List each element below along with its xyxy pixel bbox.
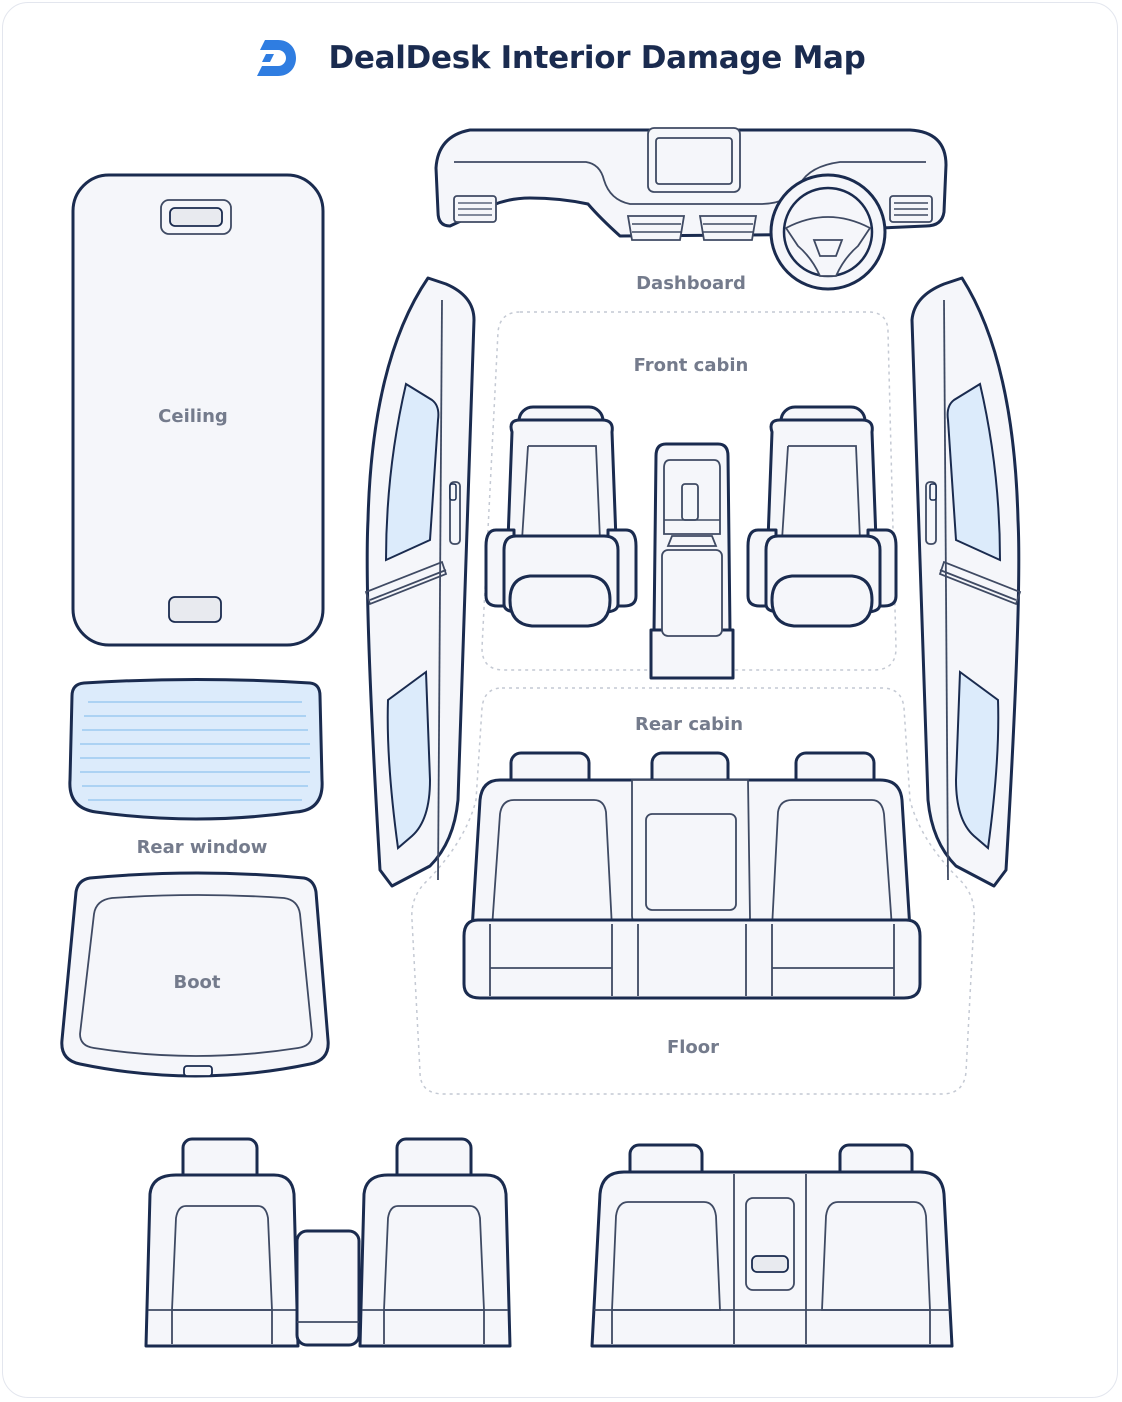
rear-bench-front-view-part[interactable] — [590, 1143, 954, 1348]
rear-cabin-label: Rear cabin — [635, 714, 743, 735]
rear-window-label: Rear window — [137, 837, 268, 858]
dealdesk-logo-icon — [257, 40, 297, 76]
ceiling-part[interactable] — [71, 173, 325, 647]
front-right-seat-part[interactable] — [746, 405, 898, 628]
floor-label: Floor — [667, 1037, 719, 1058]
ceiling-label: Ceiling — [158, 406, 228, 427]
front-seats-rear-view-part[interactable] — [144, 1137, 512, 1348]
front-left-seat-part[interactable] — [484, 405, 638, 628]
boot-label: Boot — [173, 972, 220, 993]
page-header: DealDesk Interior Damage Map — [0, 30, 1122, 86]
front-cabin-label: Front cabin — [634, 355, 749, 376]
right-door-part[interactable] — [910, 276, 1022, 888]
center-console-part[interactable] — [649, 442, 735, 680]
rear-cabin-floor-zone[interactable] — [411, 687, 975, 1095]
dashboard-part[interactable] — [434, 127, 948, 291]
rear-window-part[interactable] — [68, 678, 324, 821]
page-title: DealDesk Interior Damage Map — [328, 40, 866, 76]
rear-bench-seat-part[interactable] — [462, 751, 922, 1000]
boot-part[interactable] — [60, 871, 330, 1078]
left-door-part[interactable] — [364, 276, 476, 888]
dashboard-label: Dashboard — [636, 273, 746, 294]
